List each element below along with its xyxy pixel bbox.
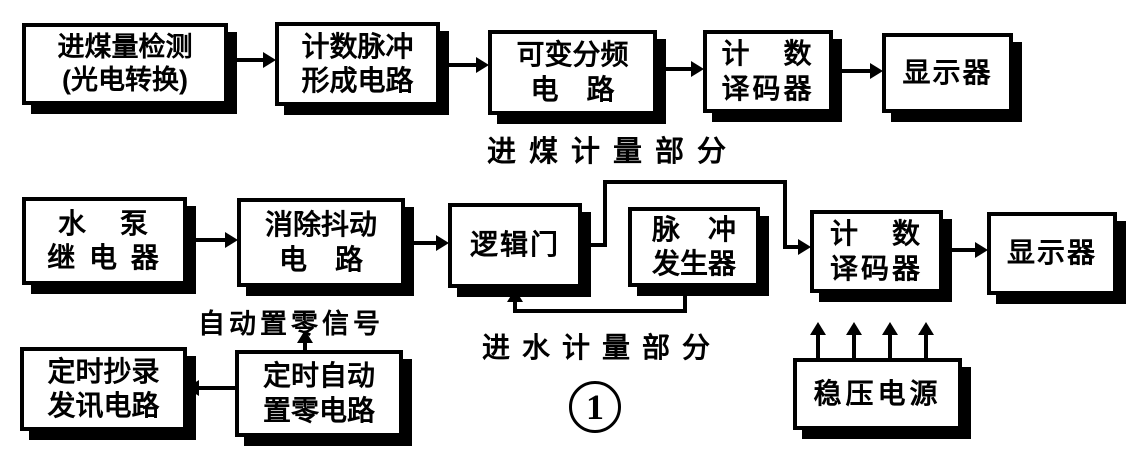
box-debounce-circuit: 消除抖动 电 路 [237,198,405,287]
arrow-coal-detect-to-pulse-form [228,52,276,68]
box-line: 译码器 [721,72,815,104]
box-line: 显示器 [1006,237,1097,269]
box-regulated-power-supply: 稳压电源 [793,358,962,430]
arrow-decoder-to-display-coal [833,63,883,79]
box-line: 脉 冲 [651,213,736,245]
box-line: 显示器 [902,56,993,88]
arrow-pulse-form-to-freq-divider [440,57,489,73]
label-coal-metering-section: 进煤计量部分 [487,136,740,168]
box-line: 消除抖动 [264,209,377,241]
arrow-feedback-into-logic-gate [507,289,523,313]
box-line: (光电转换) [62,65,188,95]
wire-logic-gate-out [582,243,607,247]
box-line: 定时抄录 [47,355,160,387]
box-timed-auto-zero-circuit: 定时自动 置零电路 [235,350,403,437]
power-supply-arrow [810,322,826,358]
box-line: 译码器 [829,252,923,284]
power-supply-arrow [846,322,862,358]
arrow-decoder-to-display-water [943,242,988,258]
box-line: 置零电路 [262,394,375,426]
box-display-coal: 显示器 [882,33,1013,113]
box-counting-decoder-water: 计 数 译码器 [810,210,943,293]
arrow-auto-zero-to-timer-transmit [186,380,235,396]
box-line: 发生器 [651,248,736,279]
box-counting-decoder-coal: 计 数 译码器 [703,30,833,113]
arrow-pump-relay-to-debounce [187,232,238,248]
power-supply-arrow [918,322,934,358]
wire-feedback-drop [683,287,687,313]
figure-number-badge: 1 [569,381,621,433]
box-line: 继 电 器 [47,242,162,273]
label-auto-zero-signal: 自动置零信号 [198,309,384,339]
box-line: 计 数 [829,218,923,250]
box-counting-pulse-forming-circuit: 计数脉冲 形成电路 [275,22,440,106]
box-variable-frequency-divider-circuit: 可变分频 电 路 [488,30,657,115]
wire-feedback-run [513,309,687,313]
arrow-auto-zero-signal-up [297,330,313,352]
figure-number: 1 [586,387,604,427]
box-line: 进煤量检测 [57,32,193,63]
box-timed-record-transmit-circuit: 定时抄录 发讯电路 [20,347,187,431]
box-line: 水 泵 [57,207,151,239]
box-display-water: 显示器 [987,212,1117,295]
box-line: 逻辑门 [469,229,560,261]
label-water-metering-section: 进水计量部分 [482,332,723,363]
box-coal-feed-detection: 进煤量检测 (光电转换) [22,23,228,105]
box-line: 可变分频 [516,39,629,71]
box-line: 计数脉冲 [301,30,414,62]
arrow-debounce-to-logic-gate [405,235,449,251]
wire-drop-right [783,180,787,249]
box-line: 发讯电路 [47,390,160,421]
power-supply-arrow [882,322,898,358]
wire-over-pulse-generator [603,180,787,184]
box-line: 电 路 [278,243,363,275]
box-logic-gate: 逻辑门 [448,203,582,288]
box-line: 定时自动 [262,360,375,392]
arrow-freq-divider-to-decoder [657,61,704,77]
box-line: 电 路 [530,73,615,105]
box-pulse-generator: 脉 冲 发生器 [628,207,760,287]
box-water-pump-relay: 水 泵 继 电 器 [22,197,187,285]
arrow-into-decoder-water [783,239,811,255]
box-line: 稳压电源 [813,377,942,409]
wire-riser-left [603,180,607,247]
box-line: 计 数 [721,38,815,70]
box-line: 形成电路 [301,65,414,96]
